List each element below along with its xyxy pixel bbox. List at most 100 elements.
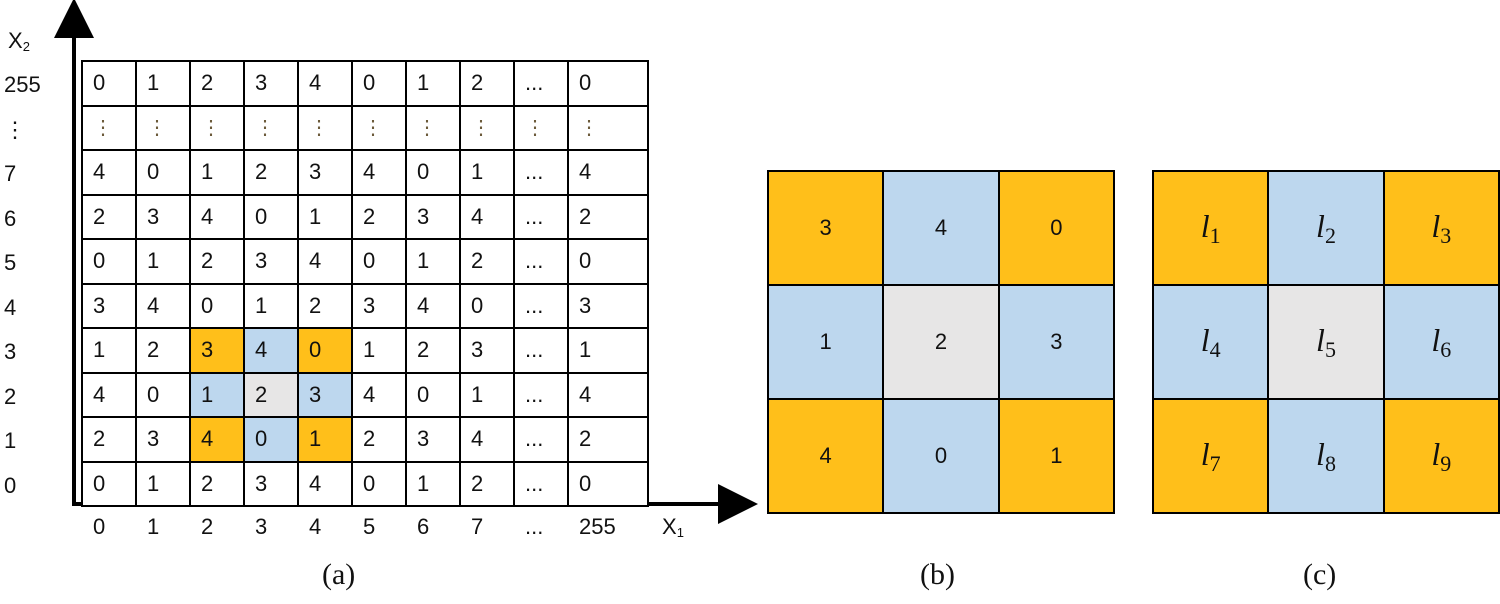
- block-label-cell: l6: [1384, 286, 1500, 400]
- grid-cell: 0: [353, 462, 407, 507]
- grid-cell: ...: [515, 418, 569, 463]
- block-value-cell: 0: [999, 172, 1115, 286]
- grid-cell: ⋮: [353, 106, 407, 151]
- pixel-label: l7: [1200, 435, 1221, 476]
- grid-cell: 4: [83, 373, 137, 418]
- block-value-cell: 1: [999, 400, 1115, 514]
- grid-cell: 1: [137, 62, 191, 107]
- grid-cell: 2: [83, 195, 137, 240]
- grid-cell: ...: [515, 62, 569, 107]
- block-label-cell: l1: [1154, 172, 1270, 286]
- grid-cell: 4: [353, 151, 407, 196]
- y-tick-label: 7: [4, 161, 17, 186]
- grid-cell: ⋮: [515, 106, 569, 151]
- pixel-label: l3: [1431, 207, 1452, 248]
- x-tick-label: 2: [201, 514, 214, 539]
- grid-cell: 2: [245, 151, 299, 196]
- y-tick-label: 1: [4, 428, 17, 453]
- grid-cell: 4: [191, 195, 245, 240]
- grid-cell: 0: [353, 62, 407, 107]
- grid-cell: 4: [83, 151, 137, 196]
- block-value-cell: 3: [769, 172, 885, 286]
- grid-cell: 1: [191, 151, 245, 196]
- block-label-cell: l3: [1384, 172, 1500, 286]
- grid-cell: ...: [515, 373, 569, 418]
- grid-cell: 0: [299, 329, 353, 374]
- grid-cell: ⋮: [83, 106, 137, 151]
- grid-cell: 3: [407, 418, 461, 463]
- block-value-cell: 1: [769, 286, 885, 400]
- grid-cell: 3: [83, 284, 137, 329]
- grid-cell: 1: [83, 329, 137, 374]
- x-tick-label: 0: [93, 514, 106, 539]
- grid-cell: 3: [137, 418, 191, 463]
- grid-cell: ...: [515, 195, 569, 240]
- y-tick-label: 0: [4, 472, 17, 498]
- grid-cell: 0: [407, 151, 461, 196]
- block-value-cell: 4: [884, 172, 1000, 286]
- grid-cell: 1: [569, 329, 649, 374]
- grid-cell: 0: [245, 195, 299, 240]
- grid-cell: 0: [83, 240, 137, 285]
- grid-cell: 3: [299, 151, 353, 196]
- y-tick-label: 3: [4, 339, 17, 364]
- grid-cell: 0: [407, 373, 461, 418]
- y-tick-label: 4: [4, 294, 17, 320]
- grid-cell: 2: [569, 418, 649, 463]
- grid-cell: 2: [191, 62, 245, 107]
- grid-cell: ⋮: [137, 106, 191, 151]
- block-value-cell: 4: [769, 400, 885, 514]
- grid-cell: 0: [83, 462, 137, 507]
- grid-cell: 1: [461, 151, 515, 196]
- x-tick-label: 4: [309, 514, 322, 539]
- y-tick-label: 5: [4, 250, 17, 275]
- grid-cell: 4: [245, 329, 299, 374]
- grid-cell: 1: [407, 462, 461, 507]
- x-tick-label: 5: [363, 514, 376, 539]
- pixel-label: l1: [1200, 207, 1221, 248]
- grid-cell: ⋮: [191, 106, 245, 151]
- x-tick-label: 1: [147, 514, 160, 539]
- grid-cell: 4: [569, 373, 649, 418]
- grid-cell: 0: [461, 284, 515, 329]
- grid-cell: 2: [353, 195, 407, 240]
- grid-cell: 1: [137, 240, 191, 285]
- grid-cell: 4: [137, 284, 191, 329]
- grid-cell: 3: [299, 373, 353, 418]
- grid-cell: 1: [407, 240, 461, 285]
- x-tick-label: 255: [579, 514, 616, 539]
- grid-cell: 2: [83, 418, 137, 463]
- grid-cell: 4: [299, 62, 353, 107]
- grid-cell: 3: [137, 195, 191, 240]
- pixel-label: l4: [1200, 321, 1221, 362]
- grid-cell: ...: [515, 151, 569, 196]
- grid-cell: 1: [191, 373, 245, 418]
- grid-cell: ...: [515, 284, 569, 329]
- grid-cell: 4: [569, 151, 649, 196]
- block-label-cell: l8: [1269, 400, 1385, 514]
- grid-cell: ⋮: [245, 106, 299, 151]
- caption-b: (b): [920, 558, 955, 591]
- grid-cell: 3: [245, 240, 299, 285]
- grid-cell: 1: [461, 373, 515, 418]
- grid-cell: 0: [569, 62, 649, 107]
- block-label-cell: l9: [1384, 400, 1500, 514]
- y-tick-label: 2: [4, 383, 17, 409]
- grid-cell: 0: [569, 240, 649, 285]
- grid-cell: 4: [461, 195, 515, 240]
- pixel-label: l2: [1316, 207, 1336, 248]
- grid-cell: 0: [569, 462, 649, 507]
- grid-cell: 2: [461, 240, 515, 285]
- block-label-cell: l4: [1154, 286, 1270, 400]
- x-tick-label: 7: [471, 514, 484, 539]
- x-tick-label: 3: [255, 514, 268, 539]
- x-tick-label: 6: [417, 514, 430, 539]
- grid-cell: 3: [407, 195, 461, 240]
- grid-cell: 1: [299, 195, 353, 240]
- block-value-cell: 0: [884, 400, 1000, 514]
- block-label-cell: l5: [1269, 286, 1385, 400]
- caption-a: (a): [322, 558, 356, 591]
- grid-cell: ...: [515, 329, 569, 374]
